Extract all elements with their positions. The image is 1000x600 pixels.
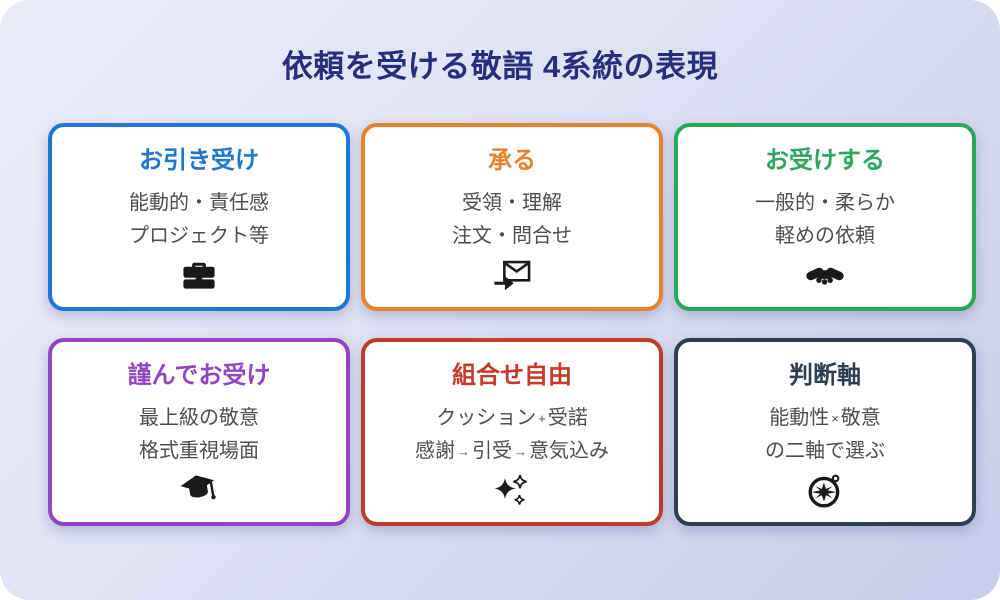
card-title: お引き受け	[139, 147, 259, 174]
card-kumiawase: 組合せ自由 クッション+受諾 感謝→引受→意気込み	[361, 338, 663, 526]
card-title: 承る	[488, 147, 536, 174]
card-line: 感謝→引受→意気込み	[415, 440, 609, 463]
card-line: 格式重視場面	[139, 440, 259, 463]
card-line: 能動的・責任感	[129, 192, 269, 215]
arrow-operator: →	[514, 444, 527, 460]
card-line: の二軸で選ぶ	[765, 440, 885, 463]
card-title: 判断軸	[789, 362, 861, 389]
card-uketamawaru: 承る 受領・理解 注文・問合せ	[361, 123, 663, 311]
times-operator: ×	[831, 411, 839, 427]
card-line: 軽めの依頼	[775, 225, 875, 248]
card-body: 能動性×敬意 の二軸で選ぶ	[765, 402, 885, 468]
card-grid: お引き受け 能動的・責任感 プロジェクト等 承る 受領・理解 注文・問合せ	[48, 123, 976, 526]
card-tsutsushinde: 謹んでお受け 最上級の敬意 格式重視場面	[48, 338, 350, 526]
graduation-cap-icon	[180, 471, 218, 509]
card-line: プロジェクト等	[129, 225, 269, 248]
card-line: 能動性×敬意	[769, 407, 881, 430]
card-title: お受けする	[765, 147, 885, 174]
briefcase-icon	[181, 256, 217, 294]
card-ohikiuke: お引き受け 能動的・責任感 プロジェクト等	[48, 123, 350, 311]
card-line: 受領・理解	[462, 192, 562, 215]
card-body: 最上級の敬意 格式重視場面	[139, 402, 259, 468]
card-oukesuru: お受けする 一般的・柔らか 軽めの依頼	[674, 123, 976, 311]
card-body: クッション+受諾 感謝→引受→意気込み	[415, 402, 609, 468]
card-line: 一般的・柔らか	[755, 192, 895, 215]
card-body: 受領・理解 注文・問合せ	[452, 187, 572, 253]
card-title: 組合せ自由	[452, 362, 572, 389]
plus-operator: +	[538, 411, 546, 427]
card-line: 注文・問合せ	[452, 225, 572, 248]
card-line: クッション+受諾	[436, 407, 588, 430]
card-body: 能動的・責任感 プロジェクト等	[129, 187, 269, 253]
card-handanjiku: 判断軸 能動性×敬意 の二軸で選ぶ	[674, 338, 976, 526]
page-title: 依頼を受ける敬語 4系統の表現	[281, 49, 719, 84]
handshake-icon	[806, 256, 844, 294]
sparkles-icon	[493, 471, 531, 509]
card-line: 最上級の敬意	[139, 407, 259, 430]
mail-incoming-icon	[492, 256, 532, 294]
card-body: 一般的・柔らか 軽めの依頼	[755, 187, 895, 253]
card-title: 謹んでお受け	[127, 362, 271, 389]
compass-icon	[806, 471, 844, 509]
arrow-operator: →	[457, 444, 470, 460]
